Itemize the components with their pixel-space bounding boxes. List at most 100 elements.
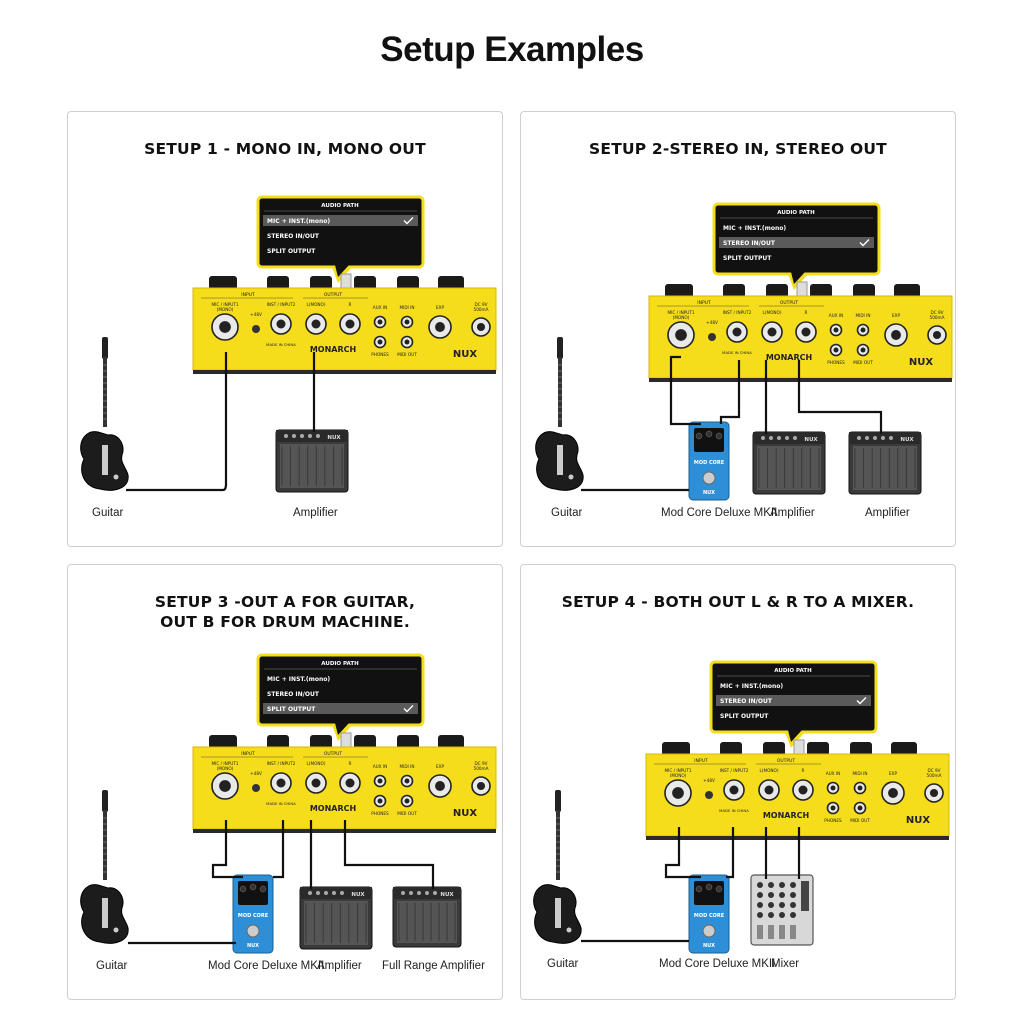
knob xyxy=(113,927,119,933)
jack-inst-hole xyxy=(276,778,286,788)
audio-path-option: MIC + INST.(mono) xyxy=(723,225,786,232)
label-guitar: Guitar xyxy=(92,507,123,519)
small-jack-hole xyxy=(860,327,866,333)
label-mixer: Mixer xyxy=(771,958,799,970)
phantom-label: +48V xyxy=(706,320,718,325)
phantom-switch xyxy=(252,325,260,333)
cable-out-b xyxy=(343,820,435,889)
top-knob xyxy=(662,742,690,756)
jack-label-dc: DC 9V xyxy=(930,310,943,315)
pedal-name: MOD CORE xyxy=(694,913,725,919)
top-knob xyxy=(894,284,920,298)
amp-grille xyxy=(304,901,368,945)
mixer-knob xyxy=(779,892,785,898)
jack-label-phones: PHONES xyxy=(371,352,389,357)
small-jack-hole xyxy=(377,778,383,784)
pedal-knob xyxy=(715,885,723,893)
jack-label-r: R xyxy=(805,310,808,315)
panel-base xyxy=(646,836,949,840)
amp-knob xyxy=(881,436,885,440)
mixer-knob xyxy=(757,882,763,888)
small-jack-hole xyxy=(404,319,410,325)
audio-path-option: MIC + INST.(mono) xyxy=(720,683,783,690)
amp-knob xyxy=(417,891,421,895)
model-label: MONARCH xyxy=(310,804,356,813)
setup-title: SETUP 4 - BOTH OUT L & R TO A MIXER. xyxy=(561,593,915,611)
mixer-fader xyxy=(757,925,763,939)
screen-pointer-inner xyxy=(791,272,805,284)
pedal-knob xyxy=(715,432,723,440)
small-jack-hole xyxy=(860,347,866,353)
top-knob xyxy=(665,284,693,298)
setup-title: SETUP 3 -OUT A FOR GUITAR, OUT B FOR DRU… xyxy=(154,593,416,631)
jack-label-inst: INST / INPUT2 xyxy=(720,768,749,773)
pedal-knob xyxy=(705,883,713,891)
jack-label-midi-out: MIDI OUT xyxy=(397,811,417,816)
cable-guitar-to-input xyxy=(126,352,228,492)
knob xyxy=(566,927,572,933)
guitar-icon xyxy=(533,790,582,944)
setup-title: SETUP 2-STEREO IN, STEREO OUT xyxy=(589,140,887,158)
audio-path-option: STEREO IN/OUT xyxy=(723,240,776,247)
pedal-knob xyxy=(239,885,247,893)
jack-inst-hole xyxy=(732,327,742,337)
audio-path-option: SPLIT OUTPUT xyxy=(720,713,769,720)
cable-out-r xyxy=(797,360,883,434)
label-amplifier: Amplifier xyxy=(317,960,362,972)
mixer-knob xyxy=(757,902,763,908)
jack-label-aux: AUX IN xyxy=(373,764,388,769)
mixer-meter xyxy=(801,881,809,911)
top-knob xyxy=(354,735,376,749)
label-amplifier: Amplifier xyxy=(770,507,815,519)
amp-knob xyxy=(308,434,312,438)
mixer-knob xyxy=(790,882,796,888)
mixer-fader xyxy=(768,925,774,939)
pedal-logo: NUX xyxy=(247,943,259,949)
selected-row xyxy=(263,703,418,714)
jack-label-phones: PHONES xyxy=(371,811,389,816)
jack-label-exp: EXP xyxy=(436,764,445,769)
brand-logo: NUX xyxy=(909,357,933,368)
jack-label-exp: EXP xyxy=(892,313,901,318)
selected-row xyxy=(719,237,874,248)
audio-path-option: STEREO IN/OUT xyxy=(267,233,320,240)
mixer-knob xyxy=(768,882,774,888)
panel-base xyxy=(193,370,496,374)
jack-label-midi-in: MIDI IN xyxy=(852,771,867,776)
phantom-switch xyxy=(708,333,716,341)
mixer-knob xyxy=(779,902,785,908)
label-guitar: Guitar xyxy=(96,960,127,972)
mixer-knob xyxy=(768,902,774,908)
audio-path-title: AUDIO PATH xyxy=(321,203,359,209)
jack-label-midi-out: MIDI OUT xyxy=(853,360,873,365)
panel-base xyxy=(649,378,952,382)
pedal-knob xyxy=(705,430,713,438)
audio-path-option: SPLIT OUTPUT xyxy=(267,706,316,713)
top-knob xyxy=(310,735,332,749)
mixer-knob xyxy=(790,902,796,908)
cable-pedal-return xyxy=(273,820,285,879)
jack-label-l: L(MONO) xyxy=(307,761,326,766)
small-jack-hole xyxy=(377,319,383,325)
mixer-fader xyxy=(790,925,796,939)
pedal-knob xyxy=(695,432,703,440)
jack-label-mic: MIC / INPUT1 xyxy=(211,761,238,766)
amp-grille xyxy=(280,444,344,488)
setup-title: SETUP 1 - MONO IN, MONO OUT xyxy=(144,140,426,158)
jack-label-dc: DC 9V xyxy=(927,768,940,773)
jack-label-mic-sub: (MONO) xyxy=(217,307,234,312)
top-knob xyxy=(354,276,376,290)
jack-label-aux: AUX IN xyxy=(373,305,388,310)
jack-label-aux: AUX IN xyxy=(829,313,844,318)
amp-knob xyxy=(292,434,296,438)
footswitch xyxy=(702,924,716,938)
setup-card-4: SETUP 4 - BOTH OUT L & R TO A MIXER. AUD… xyxy=(520,564,956,1000)
amp-logo: NUX xyxy=(900,437,914,443)
label-pedal: Mod Core Deluxe MKII xyxy=(661,507,777,519)
amp-logo: NUX xyxy=(440,892,454,898)
check-icon xyxy=(403,705,414,713)
